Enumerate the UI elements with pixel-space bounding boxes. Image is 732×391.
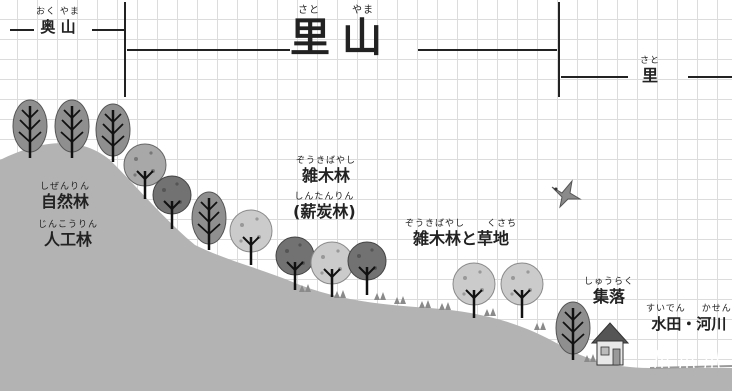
zokibayashi-label: ぞうきばやし 雑木林 <box>296 156 357 185</box>
shizenrin-label: しぜんりん 自然林 <box>40 182 91 211</box>
shuraku-label: しゅうらく 集落 <box>584 277 635 306</box>
bird-icon <box>551 179 582 209</box>
shintanrin-label: しんたんりん (薪炭林) <box>293 192 356 221</box>
rice-plant-icon <box>654 348 720 369</box>
zokibayashi-kusachi-label: ぞうきばやしくさち 雑木林と草地 <box>405 219 518 248</box>
jinkorin-label: じんこうりん 人工林 <box>38 220 99 249</box>
hill-slope <box>0 143 732 391</box>
okuyama-label: おく やま 奥 山 <box>36 7 80 36</box>
satoyama-label: さとやま 里山 <box>290 5 382 61</box>
zone-divider-lines <box>10 2 732 97</box>
suiden-kasen-label: すいでんかせん 水田・河川 <box>646 304 732 333</box>
sato-label: さと 里 <box>640 56 661 85</box>
house-icon <box>590 322 630 366</box>
